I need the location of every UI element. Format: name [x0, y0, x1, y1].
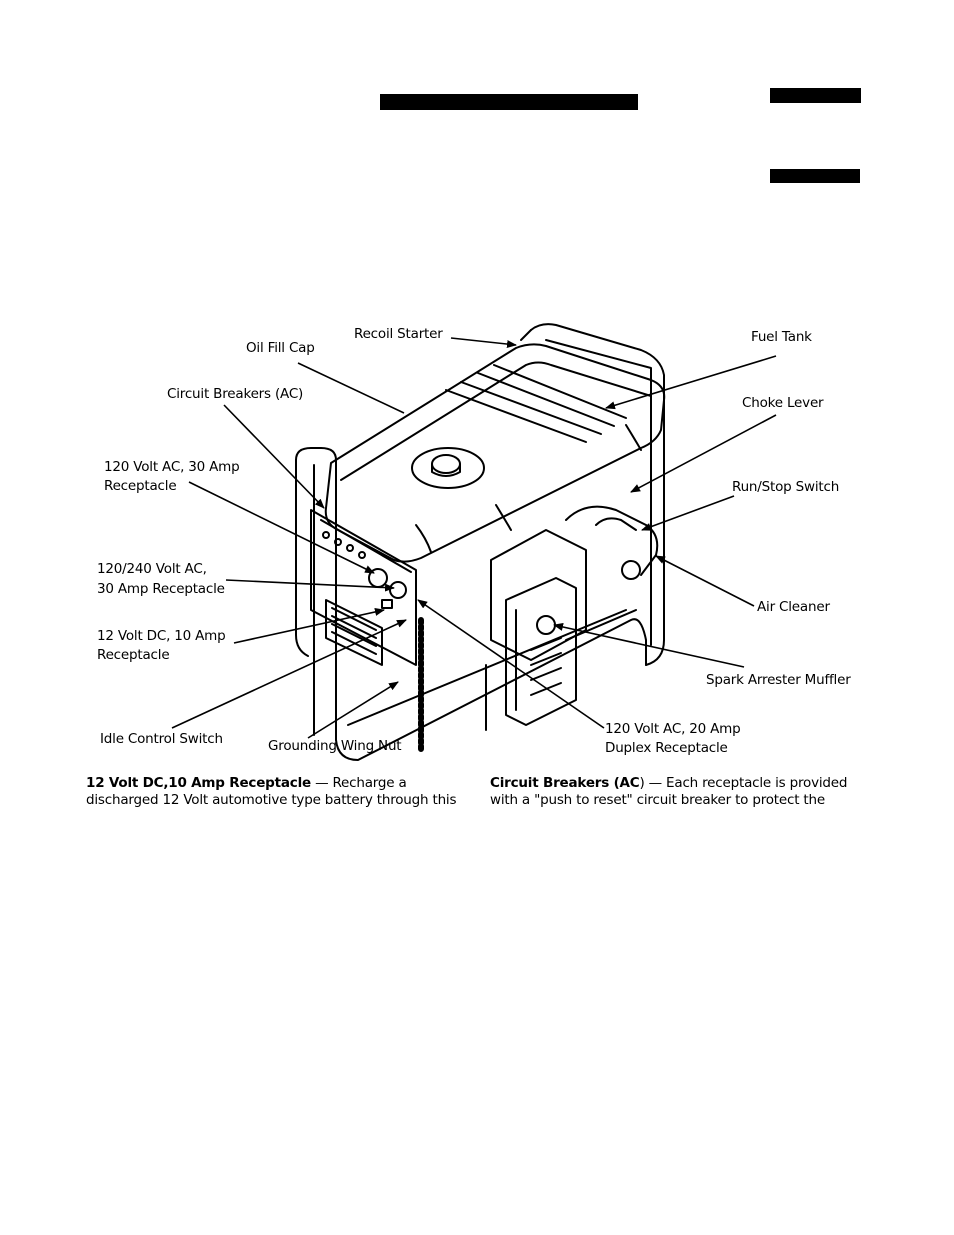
- recept-30amp-label-line1: 120 Volt AC, 30 Amp: [104, 459, 240, 475]
- redacted-title-bar: [380, 94, 638, 110]
- duplex-receptacle-label-line2: Duplex Receptacle: [605, 740, 728, 756]
- generator-diagram: Recoil Starter Oil Fill Cap Fuel Tank Ci…: [86, 320, 856, 770]
- duplex-receptacle-label-line1: 120 Volt AC, 20 Amp: [605, 721, 741, 737]
- redacted-section-bar: [770, 88, 861, 103]
- generator-illustration: [171, 323, 777, 761]
- fuel-tank-label: Fuel Tank: [751, 329, 812, 345]
- circuit-breakers-paragraph: Circuit Breakers (AC) — Each receptacle …: [490, 775, 847, 809]
- oil-fill-cap-label: Oil Fill Cap: [246, 340, 315, 356]
- dc-receptacle-paragraph: 12 Volt DC,10 Amp Receptacle — Recharge …: [86, 775, 457, 809]
- run-stop-switch-label: Run/Stop Switch: [732, 479, 840, 495]
- dc-receptacle-label-line2: Receptacle: [97, 647, 170, 663]
- recept-30amp-label-line2: Receptacle: [104, 478, 177, 494]
- cb-paragraph-line1-rest: ) — Each receptacle is provided: [639, 775, 848, 791]
- dc-paragraph-heading: 12 Volt DC,10 Amp Receptacle: [86, 775, 311, 791]
- spark-arrester-muffler-label: Spark Arrester Muffler: [706, 672, 851, 688]
- grounding-wing-nut-label: Grounding Wing Nut: [268, 738, 402, 754]
- dc-receptacle-label-line1: 12 Volt DC, 10 Amp: [97, 628, 226, 644]
- cb-paragraph-line1: Circuit Breakers (AC) — Each receptacle …: [490, 775, 847, 792]
- recept-240v-label-line2: 30 Amp Receptacle: [97, 581, 225, 597]
- circuit-breakers-label: Circuit Breakers (AC): [167, 386, 304, 402]
- idle-control-switch-label: Idle Control Switch: [100, 731, 223, 747]
- choke-lever-label: Choke Lever: [742, 395, 824, 411]
- recept-240v-label-line1: 120/240 Volt AC,: [97, 561, 207, 577]
- dc-paragraph-line2: discharged 12 Volt automotive type batte…: [86, 792, 457, 808]
- redacted-section-bar: [770, 169, 860, 183]
- cb-paragraph-heading: Circuit Breakers (AC: [490, 775, 640, 791]
- dc-paragraph-line1: 12 Volt DC,10 Amp Receptacle — Recharge …: [86, 775, 456, 792]
- cb-paragraph-line2: with a "push to reset" circuit breaker t…: [490, 792, 825, 808]
- recoil-starter-label: Recoil Starter: [354, 326, 443, 342]
- air-cleaner-label: Air Cleaner: [757, 599, 830, 615]
- dc-paragraph-line1-rest: — Recharge a: [310, 775, 407, 791]
